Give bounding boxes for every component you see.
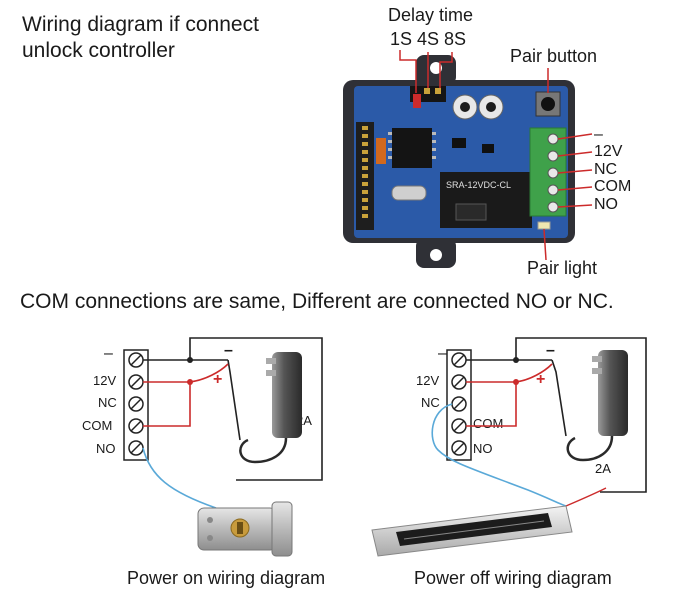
board-relay: SRA-12VDC-CL — [440, 172, 532, 228]
left-terminal-no: NO — [96, 441, 116, 456]
right-power-adapter-icon — [566, 350, 628, 462]
left-terminal-com: COM — [82, 418, 113, 433]
left-wiring-diagram — [123, 337, 323, 557]
right-supply-minus: – — [546, 342, 555, 359]
pointer-lines — [399, 50, 593, 261]
right-blue-wire — [431, 403, 567, 507]
board-small-chip — [452, 138, 466, 148]
board-small-chip — [482, 144, 494, 153]
board-terminal-no: NO — [594, 196, 618, 213]
left-caption: Power on wiring diagram — [127, 568, 326, 588]
electric-lock-icon — [197, 501, 293, 557]
left-blue-wire — [142, 447, 217, 509]
left-junction — [187, 379, 193, 385]
right-junction — [513, 379, 519, 385]
pair-button-label: Pair button — [510, 46, 598, 66]
relay-model-text: SRA-12VDC-CL — [446, 180, 511, 190]
pair-button[interactable] — [535, 91, 561, 117]
board-terminal-com: COM — [594, 178, 632, 195]
controller-board: SRA-12VDC-CL — [343, 50, 593, 268]
delay-jumper — [410, 86, 446, 108]
right-wiring-diagram — [371, 337, 647, 557]
right-terminal-minus: – — [438, 345, 447, 362]
board-terminal-nc: NC — [594, 161, 618, 178]
board-terminal-minus: – — [594, 126, 603, 143]
board-terminal-12v: 12V — [594, 143, 623, 160]
delay-time-label: Delay time — [388, 5, 474, 25]
delay-options-label: 1S 4S 8S — [390, 29, 467, 49]
left-power-adapter-icon — [239, 352, 302, 464]
right-terminal-12v: 12V — [416, 373, 440, 388]
right-black-wire — [466, 337, 647, 493]
left-terminal-12v: 12V — [93, 373, 117, 388]
left-supply-plus: + — [213, 371, 223, 388]
connection-note: COM connections are same, Different are … — [20, 290, 614, 313]
right-adapter-rating: 2A — [595, 461, 611, 476]
right-junction — [513, 357, 519, 363]
title-line-2: unlock controller — [22, 39, 175, 62]
board-crystal — [391, 185, 427, 201]
right-caption: Power off wiring diagram — [414, 568, 612, 588]
magnetic-lock-icon — [371, 505, 573, 557]
left-terminal-nc: NC — [98, 395, 117, 410]
left-black-wire — [143, 337, 323, 481]
board-mount-hole-bottom — [430, 249, 442, 261]
right-terminal-no: NO — [473, 441, 493, 456]
right-terminal-com: COM — [473, 416, 504, 431]
pair-light-led — [537, 221, 551, 230]
board-terminal-block — [529, 127, 567, 217]
right-supply-plus: + — [536, 371, 546, 388]
right-terminal-nc: NC — [421, 395, 440, 410]
board-ic-chip — [392, 128, 432, 168]
page-title: Wiring diagram if connect unlock control… — [22, 12, 259, 64]
left-junction — [187, 357, 193, 363]
board-mount-hole-top — [430, 62, 442, 74]
left-supply-minus: – — [224, 342, 233, 359]
title-line-1: Wiring diagram if connect — [22, 13, 259, 36]
left-red-wire — [143, 363, 229, 427]
pin-header — [356, 122, 386, 230]
left-terminal-minus: – — [104, 345, 113, 362]
right-red-wire — [466, 363, 553, 427]
board-capacitors — [452, 94, 504, 120]
pair-light-label: Pair light — [527, 258, 598, 278]
right-magnet-red-wire — [565, 487, 607, 507]
